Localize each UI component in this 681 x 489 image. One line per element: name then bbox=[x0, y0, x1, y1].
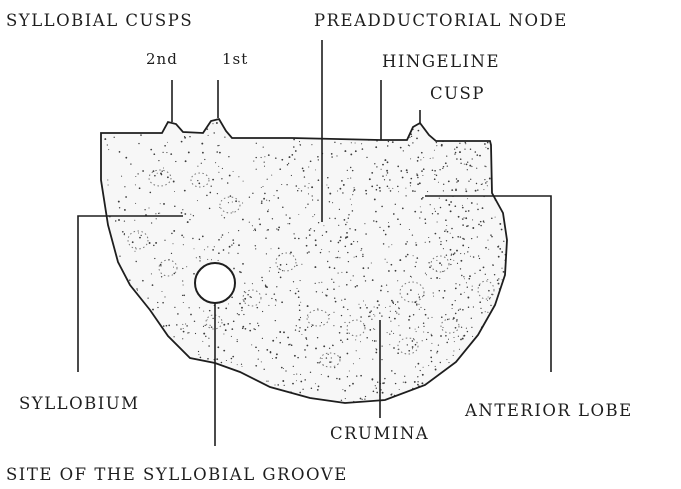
label-preadductorial-node: PREADDUCTORIAL NODE bbox=[314, 12, 568, 30]
valve-shell bbox=[97, 117, 510, 408]
label-hingeline: HINGELINE bbox=[382, 53, 500, 71]
syllobial-groove-site-circle bbox=[195, 263, 235, 303]
label-site-of-syllobial-groove: SITE OF THE SYLLOBIAL GROOVE bbox=[6, 466, 348, 484]
label-syllobial-cusps: SYLLOBIAL CUSPS bbox=[6, 12, 193, 30]
label-second-cusp: 2nd bbox=[146, 50, 178, 68]
valve-fill bbox=[101, 119, 507, 403]
label-first-cusp: 1st bbox=[222, 50, 248, 68]
label-crumina: CRUMINA bbox=[330, 425, 429, 443]
label-syllobium: SYLLOBIUM bbox=[19, 395, 140, 413]
label-anterior-lobe: ANTERIOR LOBE bbox=[465, 402, 633, 420]
label-cusp: CUSP bbox=[430, 85, 485, 103]
